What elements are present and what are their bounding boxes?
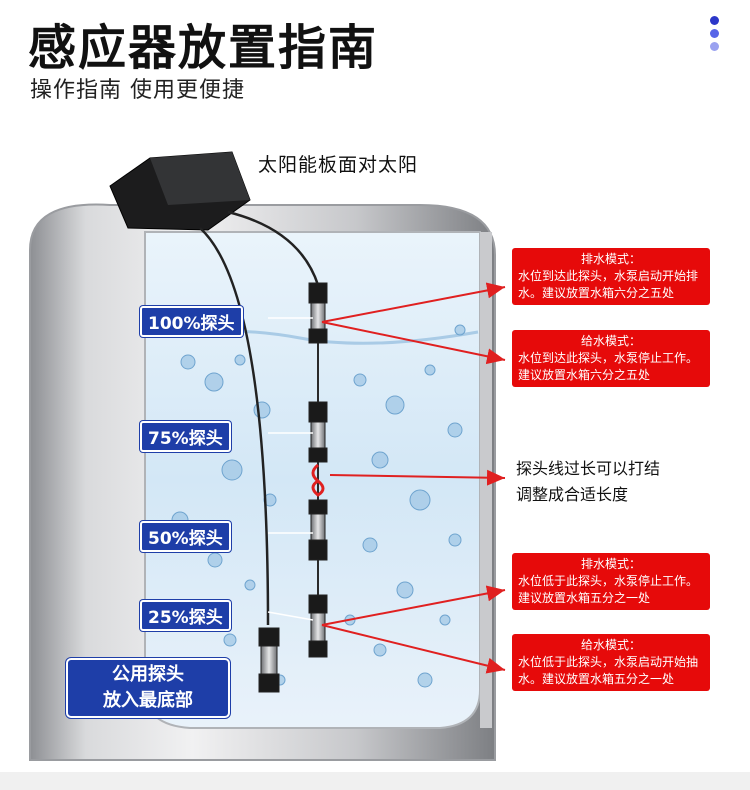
page-subtitle: 操作指南 使用更便捷 — [30, 78, 245, 103]
common-probe-label: 公用探头 放入最底部 — [66, 658, 230, 718]
probe-stack — [308, 282, 328, 658]
note-drain-bottom-body: 水位低于此探头，水泵停止工作。建议放置水箱五分之一处 — [518, 574, 699, 605]
probe-75-label: 75%探头 — [140, 421, 231, 452]
knot-note-line2: 调整成合适长度 — [516, 485, 629, 504]
note-fill-bottom-head: 给水模式： — [580, 638, 641, 652]
probe-50-label: 50%探头 — [140, 521, 231, 552]
more-menu-icon[interactable] — [708, 16, 722, 56]
note-drain-top-body: 水位到达此探头，水泵启动开始排水。建议放置水箱六分之五处 — [518, 269, 699, 300]
probe-25-label: 25%探头 — [140, 600, 231, 631]
note-drain-top: 排水模式： 水位到达此探头，水泵启动开始排水。建议放置水箱六分之五处 — [512, 248, 710, 305]
note-drain-bottom-head: 排水模式： — [580, 557, 641, 571]
note-drain-bottom: 排水模式： 水位低于此探头，水泵停止工作。建议放置水箱五分之一处 — [512, 553, 710, 610]
solar-panel-label: 太阳能板面对太阳 — [258, 154, 419, 176]
note-fill-bottom: 给水模式： 水位低于此探头，水泵启动开始抽水。建议放置水箱五分之一处 — [512, 634, 710, 691]
common-probe-line1: 公用探头 — [112, 664, 184, 685]
page-title: 感应器放置指南 — [28, 20, 379, 76]
knot-note-line1: 探头线过长可以打结 — [516, 459, 661, 478]
note-fill-top-head: 给水模式： — [580, 334, 641, 348]
knot-note: 探头线过长可以打结 调整成合适长度 — [516, 456, 726, 508]
note-fill-top: 给水模式： 水位到达此探头，水泵停止工作。建议放置水箱六分之五处 — [512, 330, 710, 387]
common-probe-line2: 放入最底部 — [103, 690, 193, 711]
probe-100-label: 100%探头 — [140, 306, 243, 337]
note-drain-top-head: 排水模式： — [580, 252, 641, 266]
note-fill-bottom-body: 水位低于此探头，水泵启动开始抽水。建议放置水箱五分之一处 — [518, 655, 699, 686]
note-fill-top-body: 水位到达此探头，水泵停止工作。建议放置水箱六分之五处 — [518, 351, 699, 382]
bottom-bar — [0, 772, 750, 790]
common-probe — [258, 627, 280, 693]
